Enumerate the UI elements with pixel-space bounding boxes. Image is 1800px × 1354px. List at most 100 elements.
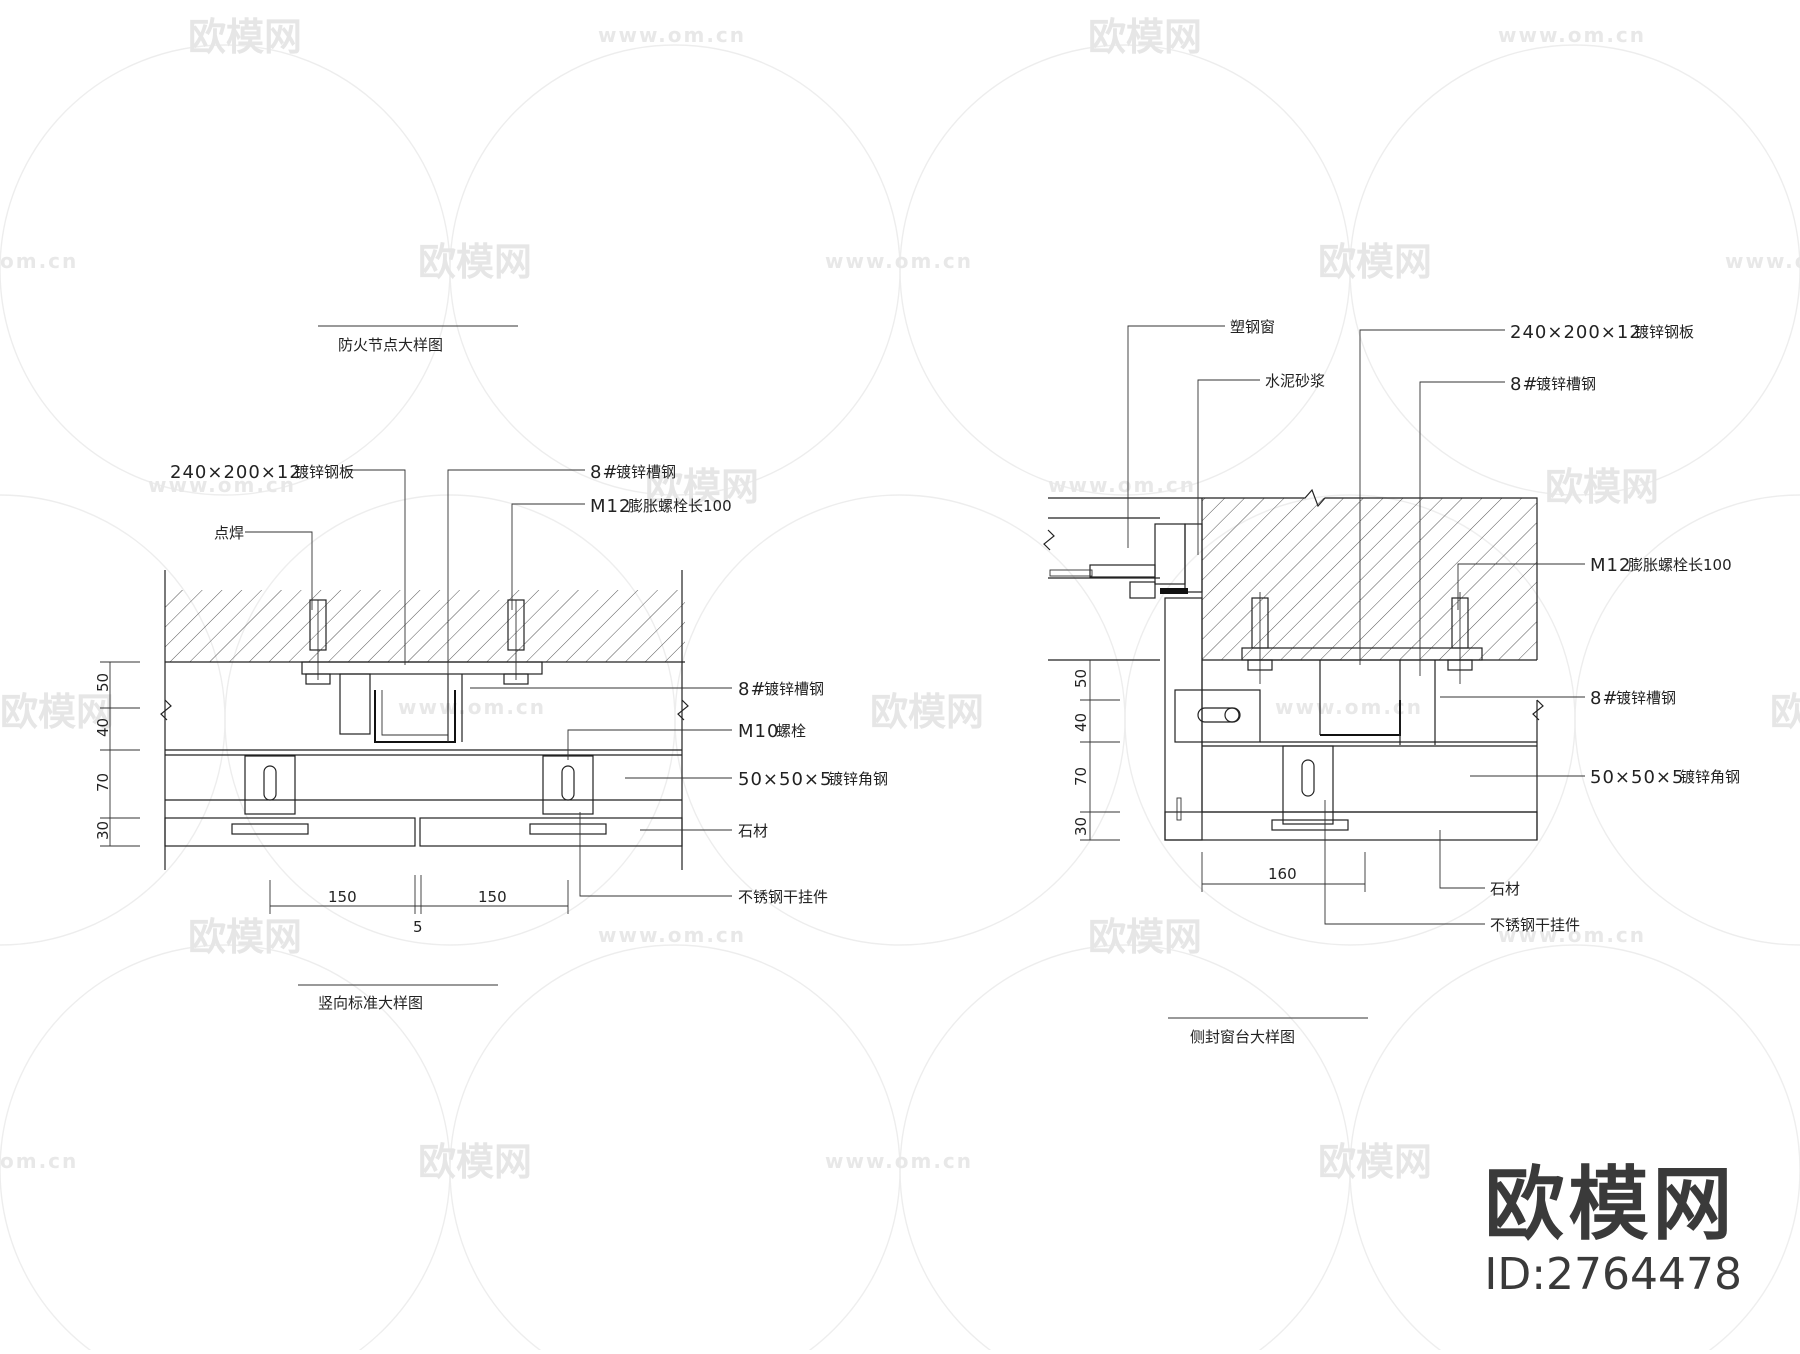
label-bolt-desc: 膨胀螺栓长100 [628,497,732,515]
steel-plate [301,661,543,675]
dim-horizontal: 150 [328,888,357,906]
label-bolt: M12 [1590,555,1631,576]
label-hanger: 不锈钢干挂件 [1490,916,1580,934]
channel-steel [1319,660,1436,745]
drawing-2-vertical-detail: 50 40 70 30 150 150 5 [94,462,888,1012]
stone-panel-right [419,817,683,847]
watermark-brand: 欧模网 [1318,240,1432,284]
label-hanger: 不锈钢干挂件 [738,888,828,906]
dim-vertical: 50 [94,673,112,692]
watermark-url: www.om.cn [398,695,546,719]
brand-logo-text: 欧模网 [1484,1158,1737,1252]
dim-vertical: 40 [94,718,112,737]
watermark-url: www.om.cn [1275,695,1423,719]
watermark-brand: 欧模网 [0,690,114,734]
label-mortar: 水泥砂浆 [1265,372,1325,390]
label-plate-desc: 镀锌钢板 [294,463,354,481]
watermark-url: om.cn [0,1149,78,1173]
watermark-url: www.om.cn [1048,473,1196,497]
anchor-bolt-right [1447,592,1473,684]
dim-vertical: 70 [94,773,112,792]
label-channel-top: 8# [1510,374,1539,395]
watermark-brand: 欧模网 [418,1140,532,1184]
watermark-url: www.om.cn [1725,249,1800,273]
vertical-dimension-chain: 50 40 70 30 [94,661,140,847]
label-angle: 50×50×5 [1590,767,1684,788]
angle-bracket [1174,689,1261,743]
label-channel-top-desc: 镀锌槽钢 [616,463,676,481]
watermark-brand: 欧模网 [1318,1140,1432,1184]
watermark-url: www.om.cn [598,23,746,47]
anchor-bolt-left [305,599,331,685]
dim-vertical: 50 [1072,669,1090,688]
concrete-slab [165,590,685,662]
drawing-3-windowsill-detail: 50 40 70 30 160 塑钢窗 水泥砂浆 240 [1043,318,1740,1046]
label-plate-desc: 镀锌钢板 [1634,323,1694,341]
watermark-url-marks: www.om.cn www.om.cn om.cn www.om.cn www.… [0,23,1800,1173]
label-channel-side: 8# [738,679,767,700]
hanger-left [231,755,309,835]
drawing-1-title: 防火节点大样图 [338,336,443,354]
drawing-3-title: 侧封窗台大样图 [1190,1028,1295,1046]
watermark-brand: 欧模网 [1088,915,1202,959]
watermark-brand: 欧模网 [1770,690,1800,734]
label-channel-top: 8# [590,462,619,483]
watermark-url: www.om.cn [1498,923,1646,947]
hanger-right [529,755,607,835]
label-plate: 240×200×12 [1510,322,1642,343]
horizontal-dimension-chain: 160 [1201,852,1366,892]
watermark-url: www.om.cn [148,473,296,497]
label-stone: 石材 [738,822,768,840]
watermark-brand: 欧模网 [645,465,759,509]
window-frame [1043,497,1203,661]
label-channel-side-desc: 镀锌槽钢 [1616,689,1676,707]
dim-horizontal: 160 [1268,865,1297,883]
label-channel-side-desc: 镀锌槽钢 [764,680,824,698]
dim-horizontal: 150 [478,888,507,906]
dim-vertical: 30 [1072,817,1090,836]
watermark-layer: 欧模网 欧模网 欧模网 欧模网 欧模网 欧模网 欧模网 欧模网 欧模网 欧模网 … [0,15,1800,1354]
label-angle: 50×50×5 [738,769,832,790]
anchor-bolt-right [503,599,529,685]
label-weld: 点焊 [214,524,244,542]
watermark-url: www.om.cn [1498,23,1646,47]
label-plate: 240×200×12 [170,462,302,483]
dim-vertical: 40 [1072,713,1090,732]
watermark-url: om.cn [0,249,78,273]
watermark-brand: 欧模网 [870,690,984,734]
label-channel-top-desc: 镀锌槽钢 [1536,375,1596,393]
drawing-1-title-block: 防火节点大样图 [318,325,518,354]
label-channel-side: 8# [1590,688,1619,709]
anchor-bolt-left [1247,592,1273,684]
leader-lines [245,469,732,897]
watermark-brand: 欧模网 [188,915,302,959]
watermark-brand: 欧模网 [1088,15,1202,59]
label-angle-desc: 镀锌角钢 [828,770,888,788]
concrete-wall [1202,498,1537,660]
watermark-brand: 欧模网 [188,15,302,59]
brand-stamp: 欧模网 ID:2764478 [1484,1165,1742,1302]
label-bolt-desc: 膨胀螺栓长100 [1628,556,1732,574]
label-m10-desc: 螺栓 [776,722,806,740]
watermark-brand: 欧模网 [1545,465,1659,509]
label-window: 塑钢窗 [1230,318,1275,336]
watermark-url: www.om.cn [598,923,746,947]
watermark-url: www.om.cn [825,249,973,273]
label-stone: 石材 [1490,880,1520,898]
label-bolt: M12 [590,496,631,517]
stone-panel-left [164,817,416,847]
steel-plate [1241,647,1483,661]
vertical-dimension-chain: 50 40 70 30 [1072,660,1120,841]
watermark-brand-marks: 欧模网 欧模网 欧模网 欧模网 欧模网 欧模网 欧模网 欧模网 欧模网 欧模网 … [0,15,1800,1184]
model-id-label: ID:2764478 [1484,1249,1742,1301]
horizontal-dimension-chain: 150 150 5 [269,875,569,936]
hanger [1271,745,1349,831]
label-angle-desc: 镀锌角钢 [1680,768,1740,786]
drawing-3-labels: 塑钢窗 水泥砂浆 240×200×12 镀锌钢板 8# 镀锌槽钢 M12 膨胀螺… [1230,318,1740,934]
dim-vertical: 70 [1072,767,1090,786]
drawing-2-labels: 240×200×12 镀锌钢板 点焊 8# 镀锌槽钢 M12 膨胀螺栓长100 … [170,462,888,906]
dim-horizontal: 5 [413,918,423,936]
watermark-brand: 欧模网 [418,240,532,284]
